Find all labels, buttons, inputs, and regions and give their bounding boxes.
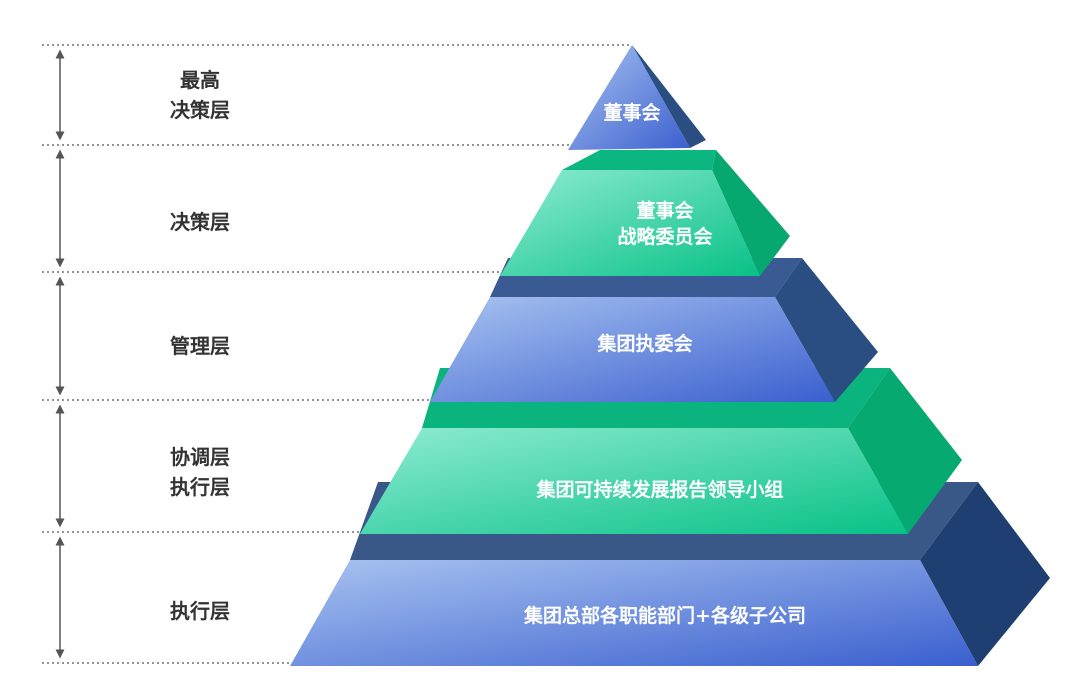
level-label-line: 决策层	[170, 98, 230, 122]
tier-4-front-face	[360, 428, 908, 534]
tier-3-block	[430, 258, 878, 402]
tier-1-front-face	[568, 45, 690, 150]
level-label-line: 执行层	[170, 599, 230, 623]
tier-4-side-face	[848, 368, 962, 534]
tier-3-side-face	[775, 258, 878, 402]
level-label-decision: 决策层	[120, 207, 280, 237]
tier-2-top-face	[562, 150, 716, 170]
guide-lines	[42, 44, 632, 664]
tier-5-front-face	[290, 560, 978, 666]
tier-2-front-face	[500, 170, 760, 276]
tier-2-block	[500, 150, 790, 276]
level-label-line: 最高	[180, 68, 220, 92]
tier-3-front-face	[430, 297, 835, 402]
tier-1-side-face	[632, 45, 706, 148]
tier-2-side-face	[712, 150, 790, 276]
level-label-top-decision: 最高 决策层	[120, 65, 280, 125]
tier-label-line: 集团执委会	[597, 333, 693, 355]
tier-label-line: 集团可持续发展报告领导小组	[536, 479, 784, 501]
level-label-management: 管理层	[120, 331, 280, 361]
level-label-execution: 执行层	[120, 596, 280, 626]
tier-label-line: 董事会	[603, 102, 661, 124]
level-label-line: 管理层	[170, 334, 230, 358]
tier-label-line: 战略委员会	[617, 226, 713, 248]
tier-1-block	[568, 45, 706, 150]
tier-label-line: 董事会	[636, 200, 694, 222]
level-label-line: 协调层	[170, 445, 230, 469]
tier-1-label: 董事会	[570, 100, 694, 126]
tier-2-label: 董事会 战略委员会	[560, 198, 770, 250]
level-label-coordination: 协调层 执行层	[120, 442, 280, 502]
level-label-line: 执行层	[170, 475, 230, 499]
tier-4-label: 集团可持续发展报告领导小组	[440, 477, 880, 503]
tier-label-line: 集团总部各职能部门+各级子公司	[524, 605, 806, 627]
level-label-line: 决策层	[170, 210, 230, 234]
tier-5-side-face	[920, 482, 1050, 666]
tier-3-label: 集团执委会	[520, 331, 770, 357]
tier-5-label: 集团总部各职能部门+各级子公司	[400, 603, 930, 629]
